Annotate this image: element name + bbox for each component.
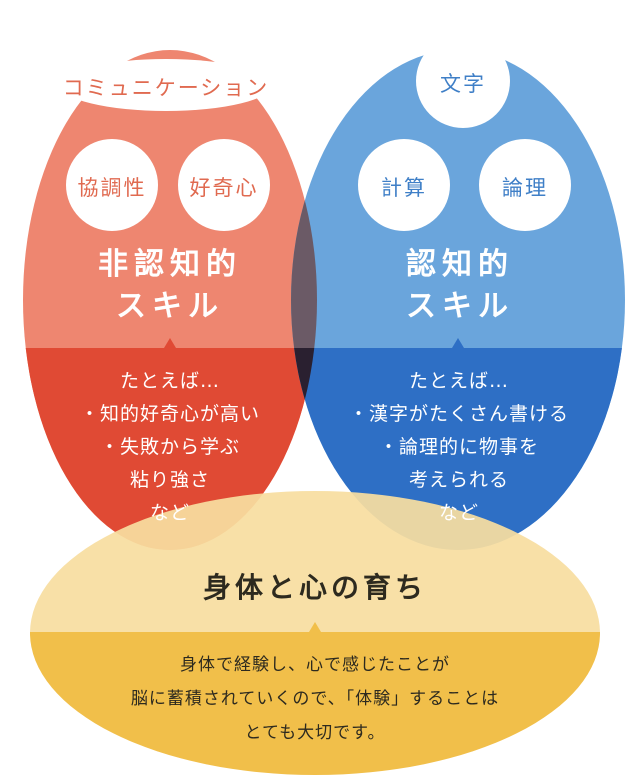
growth-ellipse-bottom [30,632,600,775]
growth-description: 身体で経験し、心で感じたことが 脳に蓄積されていくので、「体験」することは とて… [75,648,555,750]
non-cognitive-example-4: など [149,502,190,524]
growth-ellipse-top [30,491,600,632]
cognitive-examples: たとえば… ・漢字がたくさん書ける ・論理的に物事を 考えられる など [325,365,593,530]
non-cognitive-title: 非認知的 スキル [60,244,280,328]
growth-description-line3: とても大切です。 [244,723,386,743]
bubble-logic [479,139,571,231]
growth-title: 身体と心の育ち [202,571,427,604]
cognitive-title: 認知的 スキル [350,244,570,328]
cognitive-example-0: たとえば… [408,370,509,392]
non-cognitive-title-line1: 非認知的 [98,247,242,282]
cognitive-example-4: など [438,502,479,524]
non-cognitive-example-1: ・知的好奇心が高い [79,403,260,425]
growth-pointer [309,622,321,632]
cognitive-example-2: ・論理的に物事を [378,436,539,458]
bubble-communication [60,59,272,111]
non-cognitive-example-3: 粘り強さ [129,469,210,491]
bubble-label-curiosity: 好奇心 [189,176,259,200]
non-cognitive-example-2: ・失敗から学ぶ [99,436,240,458]
bubble-cooperation [66,139,158,231]
bubble-label-calculation: 計算 [381,176,427,200]
growth-ellipse [30,491,600,775]
bubble-letters [416,34,510,128]
growth-description-line2: 脳に蓄積されていくので、「体験」することは [130,689,500,709]
bubble-label-logic: 論理 [502,176,548,200]
growth-description-line1: 身体で経験し、心で感じたことが [180,655,450,675]
bubble-calculation [358,139,450,231]
non-cognitive-title-line2: スキル [116,289,224,324]
cognitive-title-line1: 認知的 [406,247,514,282]
cognitive-title-line2: スキル [406,289,514,324]
bubble-label-communication: コミュニケーション [62,76,270,100]
non-cognitive-examples: たとえば… ・知的好奇心が高い ・失敗から学ぶ 粘り強さ など [40,365,300,530]
cognitive-example-3: 考えられる [408,469,509,491]
non-cognitive-pointer [164,338,176,348]
non-cognitive-example-0: たとえば… [119,370,220,392]
bubble-label-letters: 文字 [440,72,486,96]
cognitive-example-1: ・漢字がたくさん書ける [348,403,569,425]
cognitive-pointer [452,338,464,348]
bubble-curiosity [178,139,270,231]
bubble-label-cooperation: 協調性 [77,176,147,200]
